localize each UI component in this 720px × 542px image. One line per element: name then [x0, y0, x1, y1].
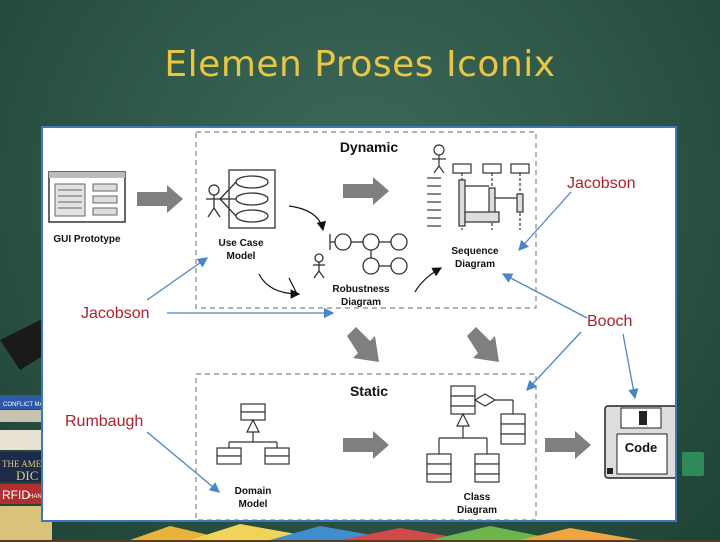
domain-model-label-1: Domain: [235, 486, 272, 497]
connector-rumbaugh-to-domain: [146, 431, 220, 493]
use-case-model-label-1: Use Case: [218, 238, 263, 249]
domain-model-label-2: Model: [239, 499, 268, 510]
green-block-decoration: [682, 452, 704, 476]
author-jacobson-left: Jacobson: [81, 305, 150, 322]
connector-jacobson-to-usecase: [146, 257, 209, 301]
use-case-model-icon: [206, 169, 276, 229]
robustness-diagram-label-1: Robustness: [332, 284, 390, 295]
robustness-to-sequence-curve: [414, 267, 443, 293]
flow-arrow-class-to-code: [545, 431, 591, 459]
use-case-model-label-2: Model: [227, 251, 256, 262]
gui-prototype-label: GUI Prototype: [53, 234, 121, 245]
dynamic-group: [195, 131, 537, 309]
flow-arrow-gui-to-usecase: [137, 185, 183, 213]
flow-arrow-usecase-to-sequence: [343, 177, 389, 205]
static-label: Static: [350, 383, 388, 399]
flow-arrow-domain-to-class: [343, 431, 389, 459]
book-spine-hand: HAND: [29, 494, 47, 500]
class-diagram-label-2: Diagram: [457, 505, 497, 516]
slide-title: Elemen Proses Iconix: [164, 44, 556, 85]
code-label: Code: [625, 440, 658, 455]
book-spine-conflict: CONFLICT MANA: [3, 402, 52, 408]
sequence-diagram-icon: [427, 144, 530, 230]
flow-arrow-sequence-down: [467, 327, 499, 362]
class-diagram-label-1: Class: [464, 492, 491, 503]
robustness-to-usecase-curve-2: [258, 273, 301, 299]
book-spine-rfid: RFID: [2, 488, 30, 502]
iconix-diagram: Dynamic Static GUI Prototype: [48, 131, 675, 520]
ruler-decoration: [0, 524, 720, 542]
domain-model-icon: [216, 403, 290, 465]
book-spine-amer: THE AMER: [2, 459, 47, 469]
sequence-diagram-label-2: Diagram: [455, 259, 495, 270]
usecase-to-robustness-curve: [288, 205, 327, 232]
dynamic-label: Dynamic: [340, 139, 399, 155]
gui-prototype-icon: [48, 171, 126, 223]
author-rumbaugh: Rumbaugh: [65, 413, 143, 430]
connector-booch-to-sequence: [501, 273, 588, 319]
connector-jacobson-to-sequence: [518, 191, 572, 251]
sequence-diagram-label-1: Sequence: [451, 246, 499, 257]
floppy-disk-icon: [604, 405, 675, 479]
iconix-diagram-panel: Dynamic Static GUI Prototype: [41, 126, 677, 522]
robustness-to-usecase-curve: [288, 277, 298, 296]
robustness-diagram-label-2: Diagram: [341, 297, 381, 308]
flow-arrow-robustness-down: [347, 327, 379, 362]
book-spine-dic: DIC: [16, 468, 38, 483]
class-diagram-icon: [426, 385, 526, 483]
connector-booch-to-code: [622, 333, 639, 400]
author-jacobson-right: Jacobson: [567, 175, 636, 192]
author-booch: Booch: [587, 313, 632, 330]
robustness-diagram-icon: [313, 233, 408, 279]
connector-booch-to-class: [526, 331, 582, 391]
